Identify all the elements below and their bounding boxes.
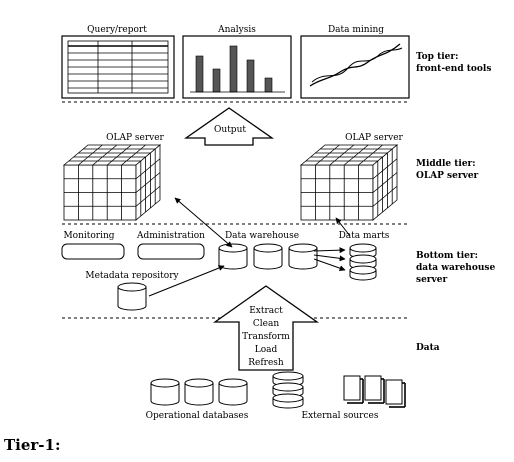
output-label: Output bbox=[214, 125, 246, 135]
metadata-repository-cylinder bbox=[117, 282, 147, 311]
administration-box bbox=[137, 243, 205, 260]
clean-label: Clean bbox=[253, 319, 279, 329]
olap-cube-right bbox=[299, 144, 399, 221]
etl-arrow bbox=[212, 285, 320, 371]
metadata-repository-label: Metadata repository bbox=[85, 271, 179, 281]
database-cylinder-icon bbox=[272, 393, 304, 409]
top-tier-subtitle: front-end tools bbox=[416, 64, 491, 74]
trend-curve-icon bbox=[309, 43, 403, 87]
data-tier-title: Data bbox=[416, 343, 440, 353]
marts-olap-arrow bbox=[335, 217, 351, 237]
extract-label: Extract bbox=[249, 306, 283, 316]
database-cylinder-icon bbox=[218, 378, 248, 406]
document-page-icon bbox=[343, 375, 361, 401]
data-marts-cylinders bbox=[349, 243, 377, 281]
olap-warehouse-arrow bbox=[174, 197, 233, 248]
report-table-icon bbox=[67, 40, 169, 94]
database-cylinder-icon bbox=[288, 243, 318, 270]
monitoring-label: Monitoring bbox=[63, 231, 114, 241]
database-cylinder-icon bbox=[253, 243, 283, 270]
operational-databases-cylinders bbox=[150, 378, 248, 406]
database-cylinder-icon bbox=[150, 378, 180, 406]
section-caption: Tier-1: bbox=[4, 436, 61, 454]
query-report-label: Query/report bbox=[87, 25, 147, 35]
data-mining-label: Data mining bbox=[328, 25, 384, 35]
database-cylinder-icon bbox=[117, 282, 147, 311]
database-cylinder-icon bbox=[218, 243, 248, 270]
operational-databases-label: Operational databases bbox=[146, 411, 249, 421]
olap-server-right-label: OLAP server bbox=[345, 133, 403, 143]
top-tier-title: Top tier: bbox=[416, 52, 458, 62]
monitoring-box bbox=[61, 243, 125, 260]
bar-chart-icon bbox=[190, 45, 285, 93]
administration-label: Administration bbox=[136, 231, 205, 241]
database-cylinder-icon bbox=[349, 265, 377, 281]
output-arrow bbox=[183, 107, 275, 146]
data-warehouse-label: Data warehouse bbox=[225, 231, 299, 241]
transform-label: Transform bbox=[242, 332, 290, 342]
document-page-icon bbox=[364, 375, 382, 401]
olap-server-left-label: OLAP server bbox=[106, 133, 164, 143]
metadata-warehouse-arrow bbox=[148, 265, 225, 297]
middle-tier-title: Middle tier: bbox=[416, 159, 476, 169]
middle-tier-subtitle: OLAP server bbox=[416, 171, 479, 181]
external-sources-stack bbox=[272, 371, 304, 409]
bottom-tier-subtitle-2: server bbox=[416, 275, 447, 285]
load-label: Load bbox=[255, 345, 278, 355]
database-cylinder-icon bbox=[184, 378, 214, 406]
external-documents-icon bbox=[343, 375, 406, 408]
warehouse-to-marts-arrows bbox=[313, 247, 346, 272]
external-sources-label: External sources bbox=[302, 411, 379, 421]
data-marts-label: Data marts bbox=[339, 231, 390, 241]
document-page-icon bbox=[385, 379, 403, 405]
bottom-tier-subtitle: data warehouse bbox=[416, 263, 495, 273]
refresh-label: Refresh bbox=[248, 358, 284, 368]
bottom-tier-title: Bottom tier: bbox=[416, 251, 478, 261]
analysis-label: Analysis bbox=[217, 25, 256, 35]
data-warehouse-cylinders bbox=[218, 243, 318, 270]
olap-cube-left bbox=[62, 144, 162, 221]
